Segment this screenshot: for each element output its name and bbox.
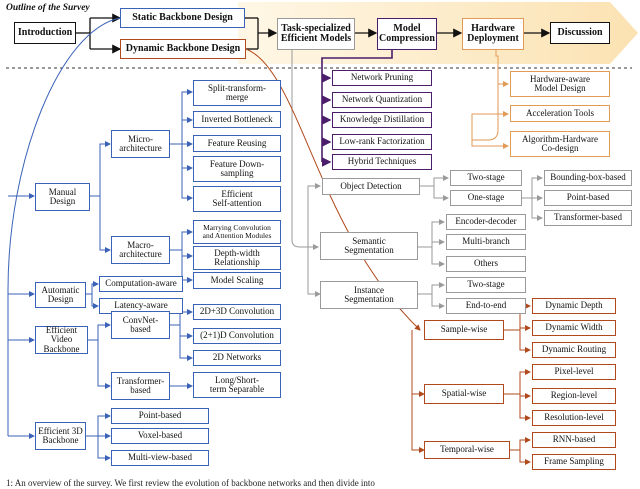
2d3d-conv-box: 2D+3D Convolution xyxy=(193,304,281,320)
convnet-based-box: ConvNet-based xyxy=(111,311,170,339)
micro-architecture-box: Micro-architecture xyxy=(111,130,170,158)
figure-caption: 1: An overview of the survey. We first r… xyxy=(6,478,375,488)
long-short-term-box: Long/Short-term Separable xyxy=(193,372,281,398)
object-detection-box: Object Detection xyxy=(322,178,420,195)
resolution-level-box: Resolution-level xyxy=(532,410,616,426)
acceleration-tools-box: Acceleration Tools xyxy=(510,105,610,122)
transformer-based-box: Transformer-based xyxy=(111,372,170,400)
network-quantization-box: Network Quantization xyxy=(332,92,432,108)
region-level-box: Region-level xyxy=(532,388,616,404)
model-scaling-box: Model Scaling xyxy=(193,272,281,289)
static-backbone-box: Static Backbone Design xyxy=(120,8,245,28)
temporal-wise-box: Temporal-wise xyxy=(424,441,510,459)
frame-sampling-box: Frame Sampling xyxy=(532,454,616,470)
dynamic-depth-box: Dynamic Depth xyxy=(532,298,616,314)
discussion-box: Discussion xyxy=(550,22,610,44)
sample-wise-box: Sample-wise xyxy=(424,320,504,340)
dynamic-width-box: Dynamic Width xyxy=(532,320,616,336)
end-to-end-box: End-to-end xyxy=(446,298,526,314)
macro-architecture-box: Macro-architecture xyxy=(111,236,170,264)
pixel-level-box: Pixel-level xyxy=(532,364,616,380)
encoder-decoder-box: Encoder-decoder xyxy=(446,214,526,230)
multi-branch-box: Multi-branch xyxy=(446,234,526,250)
point-based-detection-box: Point-based xyxy=(544,190,632,206)
voxel-based-box: Voxel-based xyxy=(111,428,209,444)
outline-title: Outline of the Survey xyxy=(6,3,90,13)
two-stage-instance-box: Two-stage xyxy=(446,277,526,293)
split-transform-merge-box: Split-transform-merge xyxy=(193,80,281,106)
two-stage-detection-box: Two-stage xyxy=(450,170,522,186)
dynamic-routing-box: Dynamic Routing xyxy=(532,342,616,358)
dynamic-backbone-box: Dynamic Backbone Design xyxy=(120,39,246,59)
others-box: Others xyxy=(446,256,526,272)
one-stage-detection-box: One-stage xyxy=(450,190,522,206)
feature-reusing-box: Feature Reusing xyxy=(193,135,281,152)
computation-aware-box: Computation-aware xyxy=(99,276,183,292)
knowledge-distillation-box: Knowledge Distillation xyxy=(332,112,432,128)
point-based-3d-box: Point-based xyxy=(111,408,209,424)
multi-view-based-box: Multi-view-based xyxy=(111,450,209,466)
bounding-box-based-box: Bounding-box-based xyxy=(544,170,632,186)
rnn-based-box: RNN-based xyxy=(532,432,616,448)
hybrid-techniques-box: Hybrid Techniques xyxy=(332,154,432,170)
2d-networks-box: 2D Networks xyxy=(193,350,281,366)
2plus1d-conv-box: (2+1)D Convolution xyxy=(193,328,281,344)
introduction-box: Introduction xyxy=(14,22,76,44)
transformer-based-detection-box: Transformer-based xyxy=(544,210,632,226)
network-pruning-box: Network Pruning xyxy=(332,70,432,86)
inverted-bottleneck-box: Inverted Bottleneck xyxy=(193,111,281,128)
feature-downsampling-box: Feature Down-sampling xyxy=(193,156,281,182)
spatial-wise-box: Spatial-wise xyxy=(424,384,504,404)
low-rank-factorization-box: Low-rank Factorization xyxy=(332,134,432,150)
